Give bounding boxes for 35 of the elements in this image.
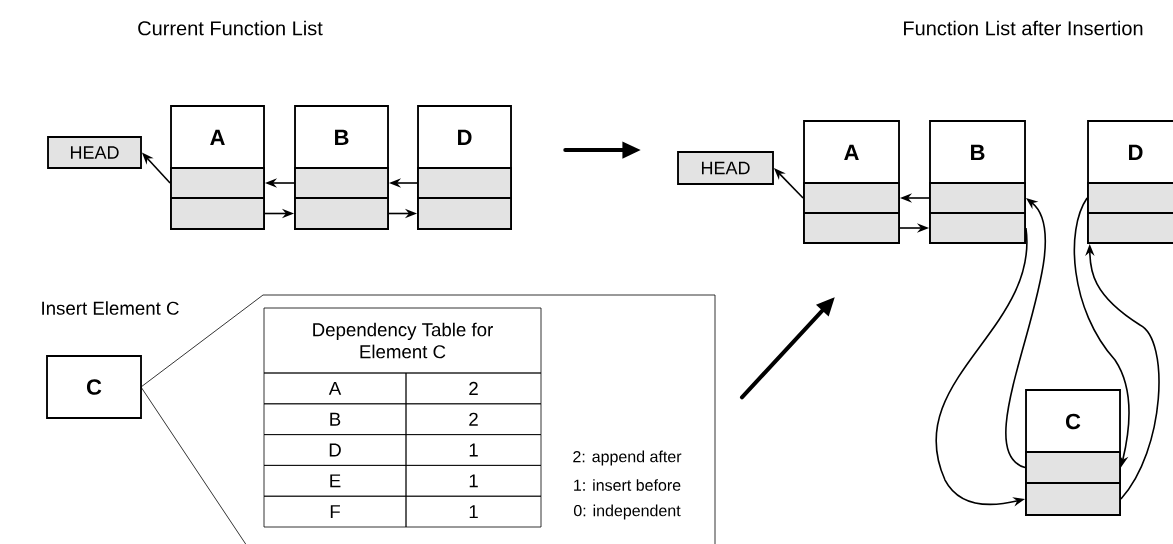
table-cell: D	[263, 434, 407, 466]
pointer-slot	[929, 182, 1026, 214]
note-text: 0: independent	[573, 504, 681, 520]
note-text: 2: append after	[573, 450, 682, 466]
pointer-slot	[417, 197, 512, 230]
table-cell: A	[263, 372, 407, 405]
pointer-slot	[417, 167, 512, 199]
note-text: 1: insert before	[574, 479, 681, 491]
head-pointer-box: HEAD	[677, 151, 774, 185]
pointer-slot	[803, 212, 900, 244]
pointer-slot	[1087, 182, 1173, 214]
table-cell: 1	[405, 495, 542, 528]
table-cell: 2	[405, 372, 542, 405]
pointer-slot	[170, 167, 265, 199]
pointer-slot	[294, 167, 389, 199]
element-box: C	[46, 355, 142, 419]
table-cell: 1	[405, 465, 542, 497]
pointer-slot	[294, 197, 389, 230]
table-cell: 2	[405, 403, 542, 435]
pointer-slot	[929, 212, 1026, 244]
pointer-slot	[1025, 451, 1121, 484]
head-pointer-box: HEAD	[47, 136, 142, 169]
title: Current Function List	[138, 20, 323, 36]
caption-text: Insert Element C	[42, 301, 179, 315]
title: Function List after Insertion	[904, 20, 1143, 36]
table-cell: 1	[405, 434, 542, 466]
pointer-slot	[170, 197, 265, 230]
pointer-arrow	[1005, 198, 1047, 469]
pointer-slot	[1025, 482, 1121, 516]
pointer-slot	[1087, 212, 1173, 244]
table-cell: F	[263, 495, 407, 528]
table-cell: E	[263, 465, 407, 497]
table-cell: B	[263, 403, 407, 435]
pointer-slot	[803, 182, 900, 214]
table-header-cell: Dependency Table for Element C	[263, 307, 542, 374]
